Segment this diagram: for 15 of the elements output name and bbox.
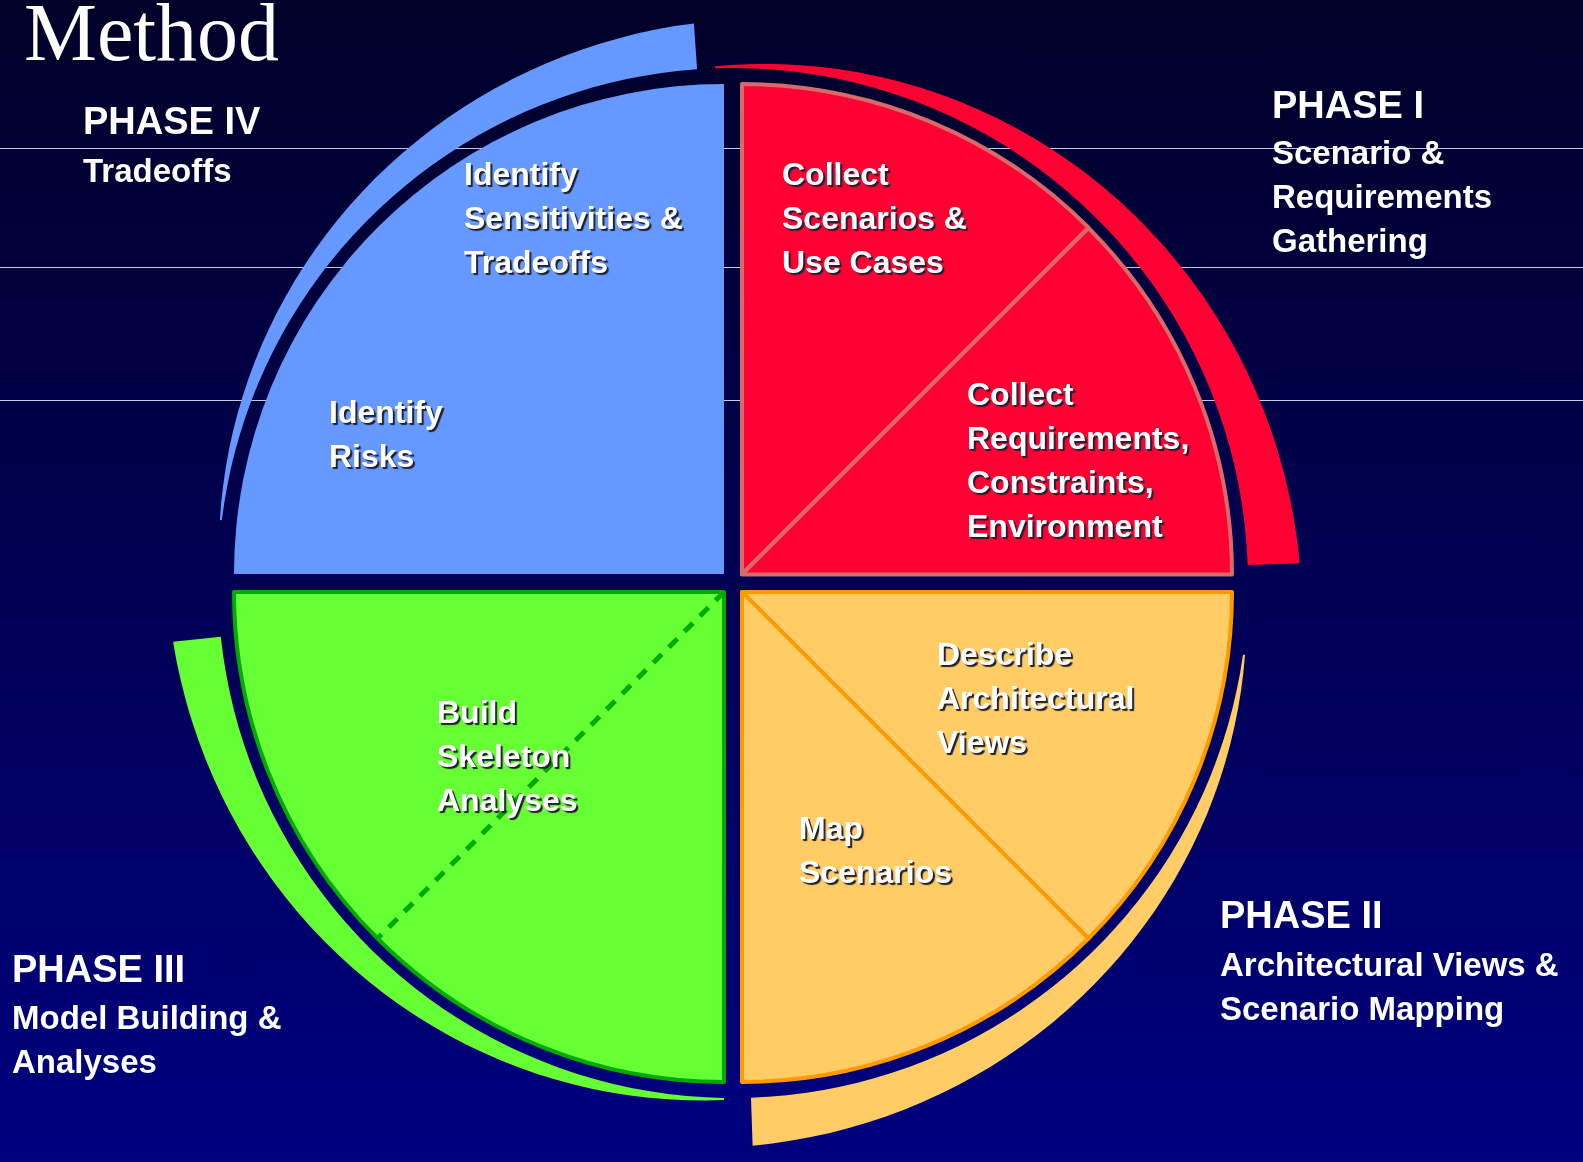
- phase-description: Model Building & Analyses: [12, 998, 283, 1082]
- phase-heading: PHASE IV: [83, 99, 262, 144]
- phase-heading: PHASE II: [1220, 893, 1384, 938]
- segment-label: Identify Sensitivities & Tradeoffs: [464, 155, 684, 282]
- phase-description: Architectural Views & Scenario Mapping: [1220, 945, 1560, 1029]
- segment-label: Map Scenarios: [799, 809, 953, 892]
- segment-label: Collect Scenarios & Use Cases: [782, 155, 968, 282]
- phase-heading: PHASE I: [1272, 83, 1426, 128]
- segment-label: Collect Requirements, Constraints, Environment: [967, 375, 1191, 546]
- phase-description: Tradeoffs: [83, 151, 233, 191]
- segment-label: Identify Risks: [329, 393, 444, 476]
- title: Method: [24, 0, 280, 80]
- segment-label: Describe Architectural Views: [937, 635, 1136, 762]
- phase-heading: PHASE III: [12, 947, 187, 992]
- segment-label: Build Skeleton Analyses: [437, 693, 579, 820]
